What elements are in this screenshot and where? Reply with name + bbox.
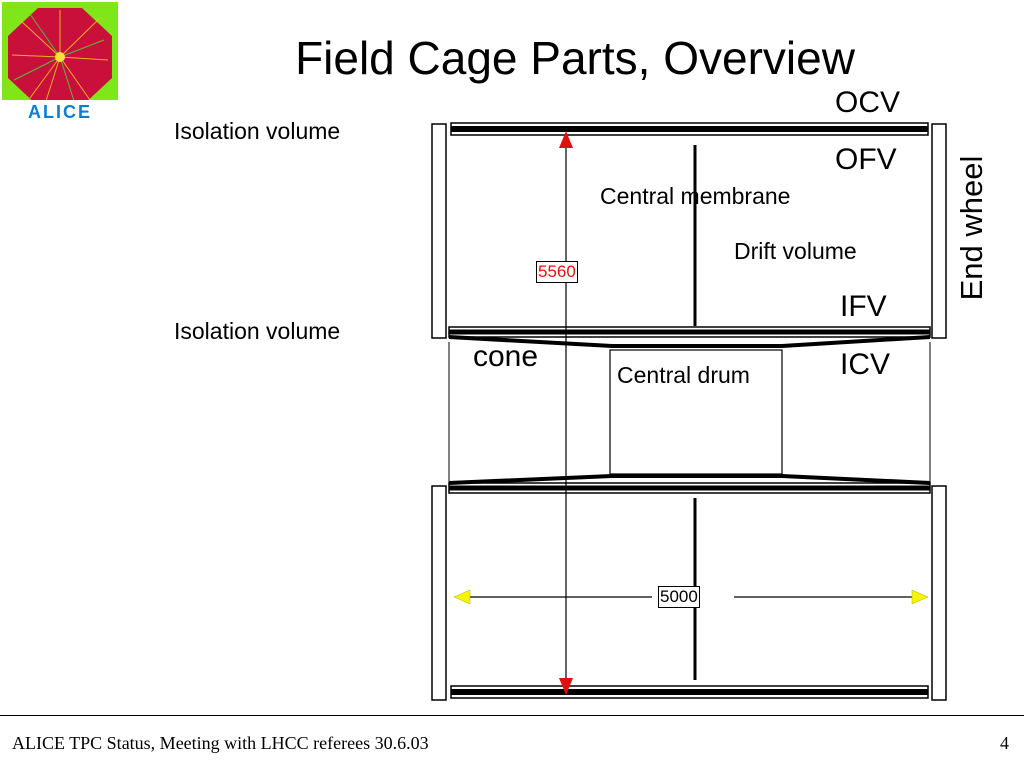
- ifv-label: IFV: [840, 290, 887, 323]
- isolation-volume-top-label: Isolation volume: [174, 118, 341, 144]
- cone-label: cone: [473, 340, 539, 373]
- footer-text: ALICE TPC Status, Meeting with LHCC refe…: [12, 733, 429, 753]
- upper-left-end-plate: [431, 123, 447, 339]
- end-wheel-label: End wheel: [954, 155, 989, 301]
- alice-logo-graphic: ALICE: [0, 2, 122, 122]
- central-drum: [609, 349, 783, 475]
- central-drum-label: Central drum: [617, 362, 750, 388]
- vertical-arrow-head-bottom: [559, 678, 573, 695]
- ocv-label: OCV: [835, 86, 901, 119]
- lower-cone: [448, 474, 931, 485]
- ofv-label: OFV: [835, 143, 897, 176]
- footer-divider: [0, 715, 1024, 716]
- central-membrane-label: Central membrane: [600, 183, 791, 209]
- alice-logo: ALICE: [0, 0, 122, 122]
- lower-right-end-plate: [931, 485, 947, 701]
- lower-left-end-plate: [431, 485, 447, 701]
- horizontal-dimension-label: 5000: [658, 586, 700, 608]
- isolation-volume-bottom-label: Isolation volume: [174, 318, 341, 344]
- alice-logo-text: ALICE: [28, 102, 92, 122]
- upper-cone: [448, 335, 931, 348]
- vertical-arrow-head-top: [559, 131, 573, 148]
- icv-label: ICV: [840, 348, 891, 381]
- drift-volume-label: Drift volume: [734, 238, 857, 264]
- horizontal-arrow-head-right: [911, 589, 929, 605]
- slide-title: Field Cage Parts, Overview: [295, 32, 855, 84]
- upper-right-end-plate: [931, 123, 947, 339]
- horizontal-arrow-head-left: [453, 589, 471, 605]
- vertical-dimension-label: 5560: [536, 261, 578, 283]
- page-number: 4: [1000, 733, 1009, 753]
